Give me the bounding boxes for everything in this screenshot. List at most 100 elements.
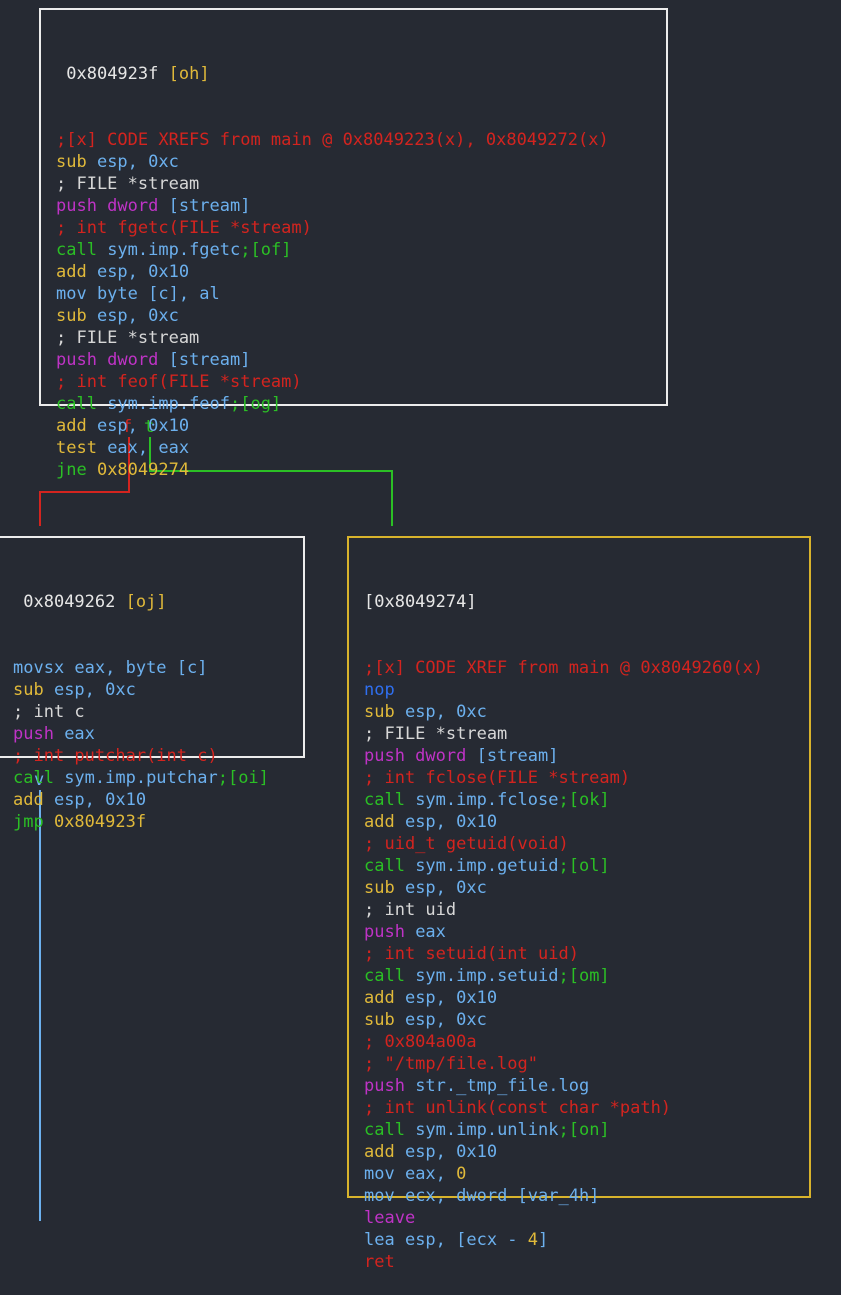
instruction-line[interactable]: mov ecx, dword [var_4h] xyxy=(364,1185,809,1207)
instruction-token: add xyxy=(364,812,395,832)
instruction-line[interactable]: call sym.imp.getuid;[ol] xyxy=(364,855,809,877)
node-header: 0x8049262 [oj] xyxy=(13,591,303,613)
node-tag: [oh] xyxy=(168,64,210,84)
instruction-line[interactable]: sub esp, 0xc xyxy=(364,1009,809,1031)
instruction-line[interactable]: call sym.imp.setuid;[om] xyxy=(364,965,809,987)
instruction-line[interactable]: leave xyxy=(364,1207,809,1229)
instruction-line[interactable]: mov eax, 0 xyxy=(364,1163,809,1185)
instruction-token: 4 xyxy=(527,1230,539,1250)
instruction-line[interactable]: push str._tmp_file.log xyxy=(364,1075,809,1097)
instruction-token: test xyxy=(56,438,97,458)
instruction-token: ;[of] xyxy=(240,240,292,260)
instruction-line[interactable]: ret xyxy=(364,1251,809,1273)
instruction-line[interactable]: sub esp, 0xc xyxy=(364,877,809,899)
node-header: [0x8049274] xyxy=(364,591,809,613)
instruction-token: esp, 0xc xyxy=(43,680,136,700)
instruction-line[interactable]: ; int fgetc(FILE *stream) xyxy=(56,217,666,239)
instruction-line[interactable]: ; int uid xyxy=(364,899,809,921)
instruction-line[interactable]: sub esp, 0xc xyxy=(56,305,666,327)
instruction-token: sub xyxy=(364,878,395,898)
instruction-line[interactable]: call sym.imp.feof;[og] xyxy=(56,393,666,415)
instruction-line[interactable]: ; int feof(FILE *stream) xyxy=(56,371,666,393)
instruction-line[interactable]: add esp, 0x10 xyxy=(56,415,666,437)
instruction-line[interactable]: ; FILE *stream xyxy=(56,173,666,195)
instruction-token: push xyxy=(364,922,405,942)
instruction-line[interactable]: ; FILE *stream xyxy=(364,723,809,745)
instruction-token: lea xyxy=(364,1230,395,1250)
instruction-line[interactable]: push dword [stream] xyxy=(56,195,666,217)
instruction-line[interactable]: ; int setuid(int uid) xyxy=(364,943,809,965)
instruction-line[interactable]: jmp 0x804923f xyxy=(13,811,303,833)
instruction-line[interactable]: ; 0x804a00a xyxy=(364,1031,809,1053)
instruction-token: esp, 0x10 xyxy=(394,988,498,1008)
instruction-token: [c], al xyxy=(137,284,220,304)
graph-node-0x8049274[interactable]: [0x8049274] ;[x] CODE XREF from main @ 0… xyxy=(347,536,811,1272)
instruction-token: ; int fclose(FILE *stream) xyxy=(364,768,631,788)
node-address: 0x8049262 xyxy=(23,592,116,612)
instruction-token: ;[on] xyxy=(558,1120,610,1140)
instruction-line[interactable]: call sym.imp.unlink;[on] xyxy=(364,1119,809,1141)
instruction-token: sym.imp.setuid xyxy=(404,966,559,986)
instruction-token: eax, byte [c] xyxy=(64,658,208,678)
instruction-line[interactable]: ; int unlink(const char *path) xyxy=(364,1097,809,1119)
instruction-line[interactable]: sub esp, 0xc xyxy=(56,151,666,173)
instruction-line[interactable]: jne 0x8049274 xyxy=(56,459,666,481)
instruction-token: esp, 0x10 xyxy=(394,812,498,832)
node-header: 0x804923f [oh] xyxy=(56,63,666,85)
instruction-token: ;[om] xyxy=(558,966,610,986)
instruction-token: ecx, dword [var_4h] xyxy=(394,1186,600,1206)
instruction-token: esp, 0xc xyxy=(86,152,179,172)
instruction-token: ; 0x804a00a xyxy=(364,1032,477,1052)
instruction-line[interactable]: push dword [stream] xyxy=(56,349,666,371)
node-instructions: ;[x] CODE XREF from main @ 0x8049260(x)n… xyxy=(364,657,809,1273)
instruction-line[interactable]: call sym.imp.fclose;[ok] xyxy=(364,789,809,811)
instruction-line[interactable]: ;[x] CODE XREFS from main @ 0x8049223(x)… xyxy=(56,129,666,151)
instruction-line[interactable]: ; int c xyxy=(13,701,303,723)
instruction-line[interactable]: ; int fclose(FILE *stream) xyxy=(364,767,809,789)
instruction-token: esp, 0xc xyxy=(394,702,487,722)
instruction-line[interactable]: nop xyxy=(364,679,809,701)
instruction-line[interactable]: add esp, 0x10 xyxy=(364,987,809,1009)
instruction-line[interactable]: sub esp, 0xc xyxy=(13,679,303,701)
instruction-line[interactable]: ; uid_t getuid(void) xyxy=(364,833,809,855)
instruction-token: ; FILE *stream xyxy=(56,174,200,194)
instruction-line[interactable]: add esp, 0x10 xyxy=(56,261,666,283)
instruction-line[interactable]: call sym.imp.fgetc;[of] xyxy=(56,239,666,261)
instruction-token: sym.imp.fclose xyxy=(404,790,559,810)
instruction-token: push xyxy=(364,1076,405,1096)
instruction-line[interactable]: add esp, 0x10 xyxy=(364,1141,809,1163)
instruction-token: call xyxy=(56,240,97,260)
instruction-line[interactable]: test eax, eax xyxy=(56,437,666,459)
instruction-token: [stream] xyxy=(158,196,251,216)
instruction-token: eax xyxy=(404,922,446,942)
instruction-token: esp, 0x10 xyxy=(86,416,190,436)
instruction-token: esp, 0xc xyxy=(86,306,179,326)
edge-label-down: v xyxy=(34,770,45,790)
instruction-line[interactable]: sub esp, 0xc xyxy=(364,701,809,723)
instruction-line[interactable]: lea esp, [ecx - 4] xyxy=(364,1229,809,1251)
instruction-line[interactable]: add esp, 0x10 xyxy=(13,789,303,811)
instruction-line[interactable]: ; FILE *stream xyxy=(56,327,666,349)
instruction-line[interactable]: ; int putchar(int c) xyxy=(13,745,303,767)
graph-node-0x8049262[interactable]: 0x8049262 [oj] movsx eax, byte [c]sub es… xyxy=(0,536,305,832)
instruction-line[interactable]: mov byte [c], al xyxy=(56,283,666,305)
instruction-token: mov xyxy=(364,1186,395,1206)
instruction-line[interactable]: ;[x] CODE XREF from main @ 0x8049260(x) xyxy=(364,657,809,679)
graph-node-0x804923f[interactable]: 0x804923f [oh] ;[x] CODE XREFS from main… xyxy=(39,8,668,480)
instruction-token: leave xyxy=(364,1208,416,1228)
node-address: 0x804923f xyxy=(66,64,159,84)
instruction-line[interactable]: add esp, 0x10 xyxy=(364,811,809,833)
instruction-token: ; int feof(FILE *stream) xyxy=(56,372,302,392)
instruction-line[interactable]: ; "/tmp/file.log" xyxy=(364,1053,809,1075)
instruction-token: ; "/tmp/file.log" xyxy=(364,1054,538,1074)
instruction-token: add xyxy=(56,262,87,282)
instruction-line[interactable]: push eax xyxy=(13,723,303,745)
instruction-token: add xyxy=(13,790,44,810)
instruction-token: eax xyxy=(53,724,95,744)
instruction-line[interactable]: call sym.imp.putchar;[oi] xyxy=(13,767,303,789)
instruction-line[interactable]: push eax xyxy=(364,921,809,943)
instruction-line[interactable]: movsx eax, byte [c] xyxy=(13,657,303,679)
instruction-line[interactable]: push dword [stream] xyxy=(364,745,809,767)
instruction-token: sub xyxy=(13,680,44,700)
instruction-token: push dword xyxy=(364,746,467,766)
